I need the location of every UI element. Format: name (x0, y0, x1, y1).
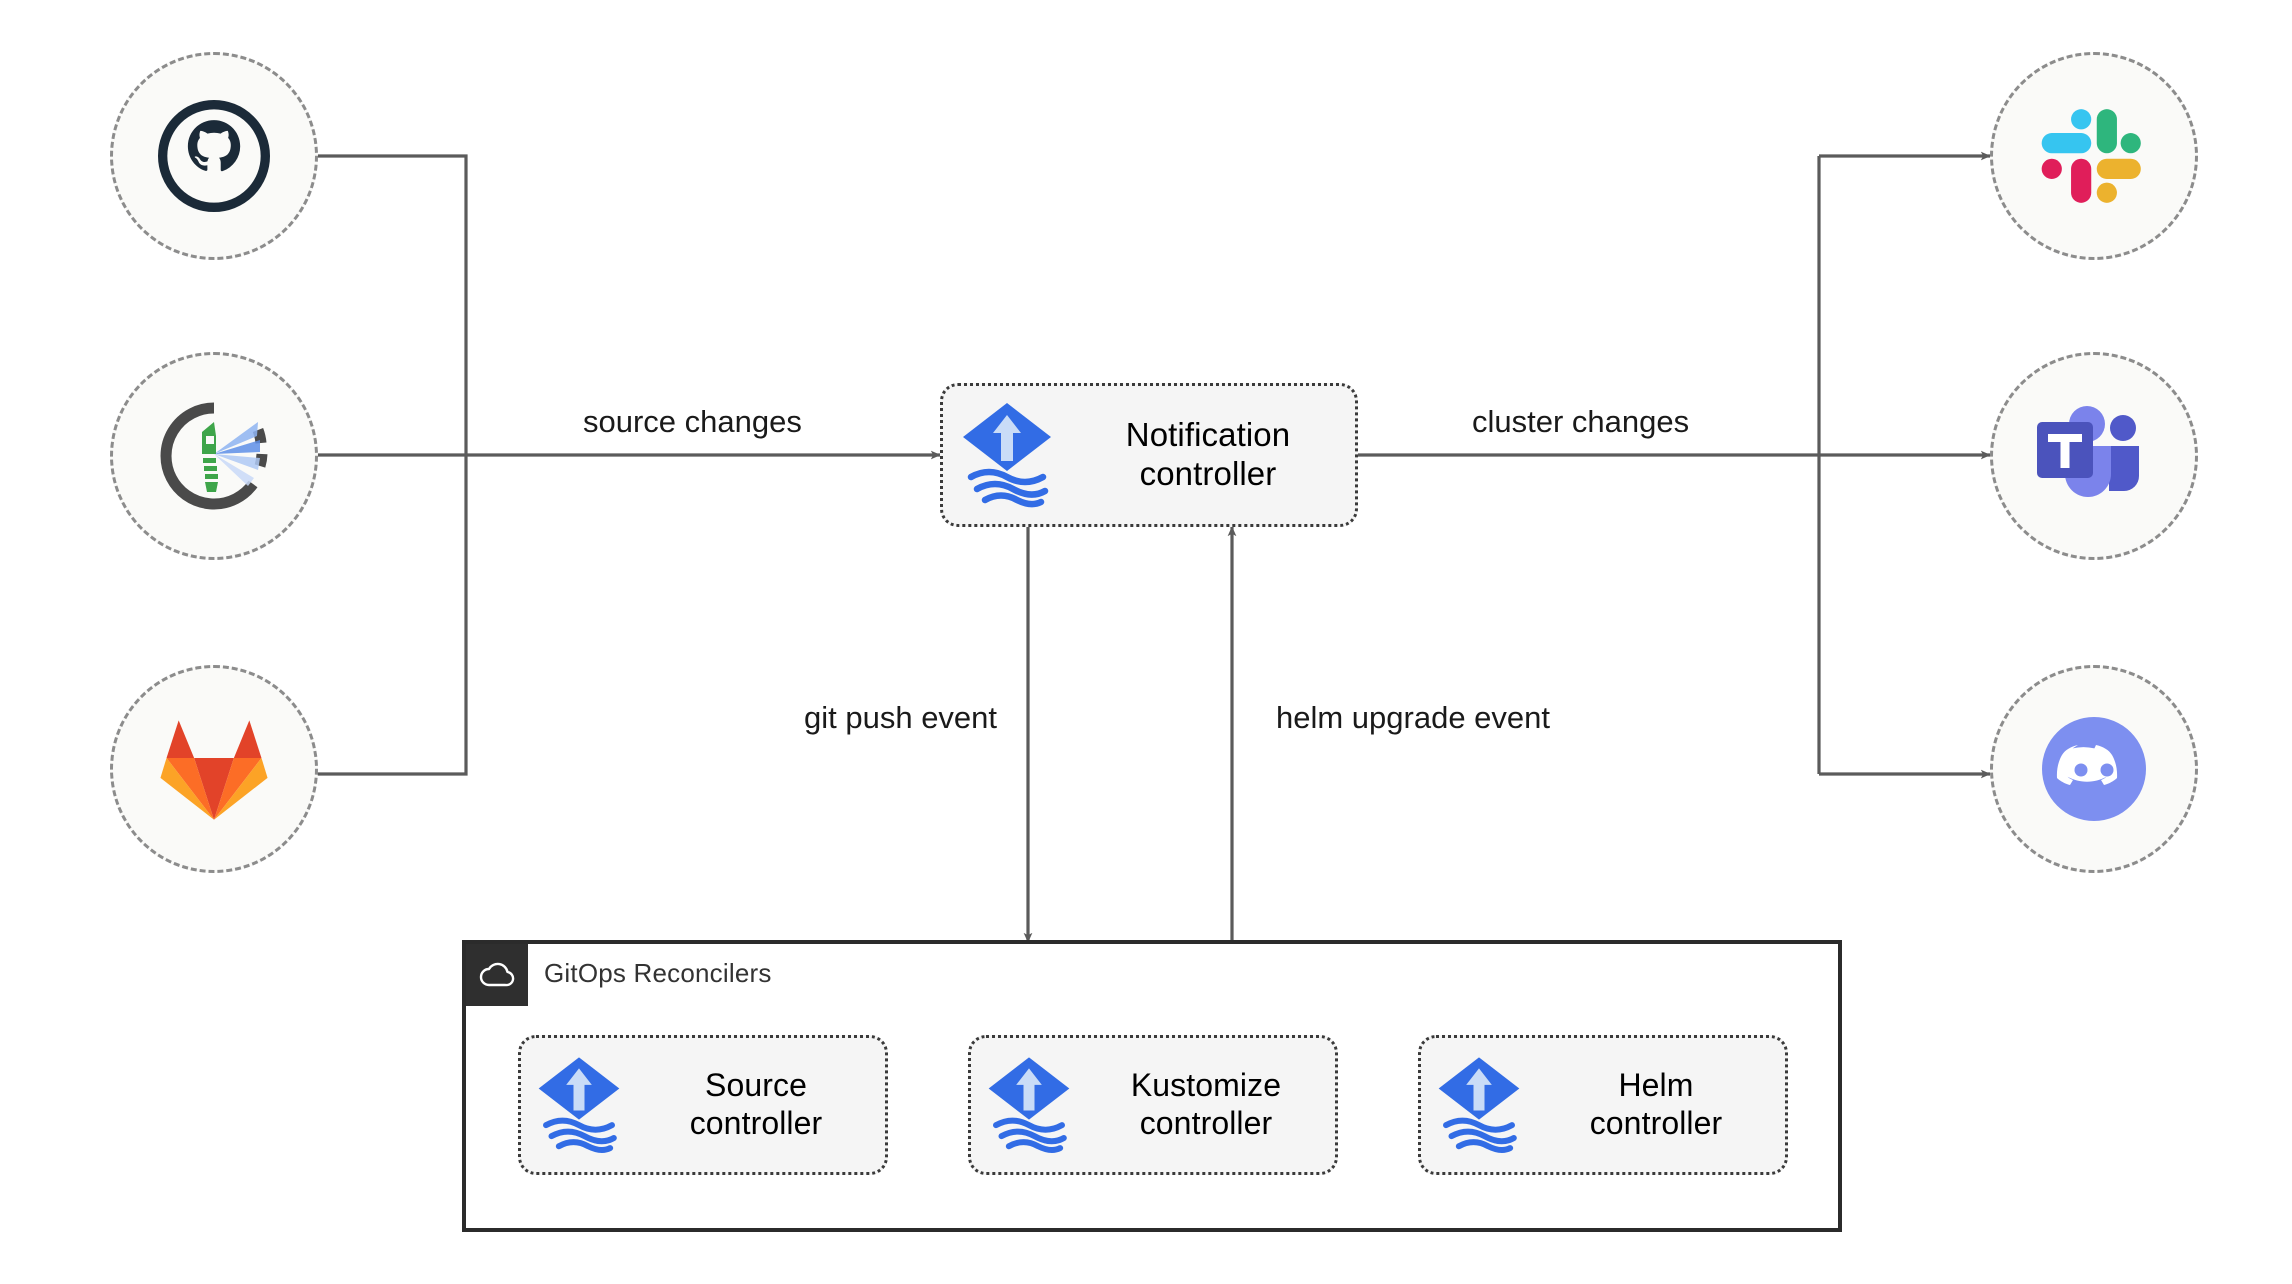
kustomize-controller-label: Kustomize controller (1130, 1067, 1282, 1141)
kustomize-controller-box[interactable]: Kustomize controller (968, 1035, 1338, 1175)
target-node-discord[interactable] (1990, 665, 2198, 873)
helm-controller-label: Helm controller (1589, 1067, 1723, 1141)
source-controller-label: Source controller (689, 1067, 823, 1141)
source-node-github[interactable] (110, 52, 318, 260)
teams-icon (2037, 406, 2139, 497)
target-node-slack[interactable] (1990, 52, 2198, 260)
gitops-container-title: GitOps Reconcilers (544, 958, 772, 988)
slack-icon (2041, 109, 2141, 203)
edge-label-source-changes: source changes (583, 404, 802, 439)
flux-icon (943, 399, 1071, 511)
flux-icon (1421, 1053, 1537, 1157)
source-node-harbor[interactable] (110, 352, 318, 560)
source-node-gitlab[interactable] (110, 665, 318, 873)
flux-icon (971, 1053, 1087, 1157)
notification-controller-label: Notification controller (1125, 416, 1291, 492)
wire-left-bus (314, 154, 468, 776)
harbor-icon (160, 402, 268, 510)
target-node-teams[interactable] (1990, 352, 2198, 560)
notification-controller-box[interactable]: Notification controller (940, 383, 1358, 527)
edge-label-cluster-changes: cluster changes (1472, 404, 1690, 439)
cloud-icon (466, 944, 528, 1006)
helm-controller-box[interactable]: Helm controller (1418, 1035, 1788, 1175)
github-icon (158, 100, 270, 212)
edge-label-helm-upgrade-event: helm upgrade event (1276, 700, 1551, 735)
source-controller-box[interactable]: Source controller (518, 1035, 888, 1175)
discord-icon (2042, 717, 2146, 821)
flux-icon (521, 1053, 637, 1157)
edge-label-git-push-event: git push event (804, 700, 998, 735)
gitlab-icon (160, 720, 268, 820)
